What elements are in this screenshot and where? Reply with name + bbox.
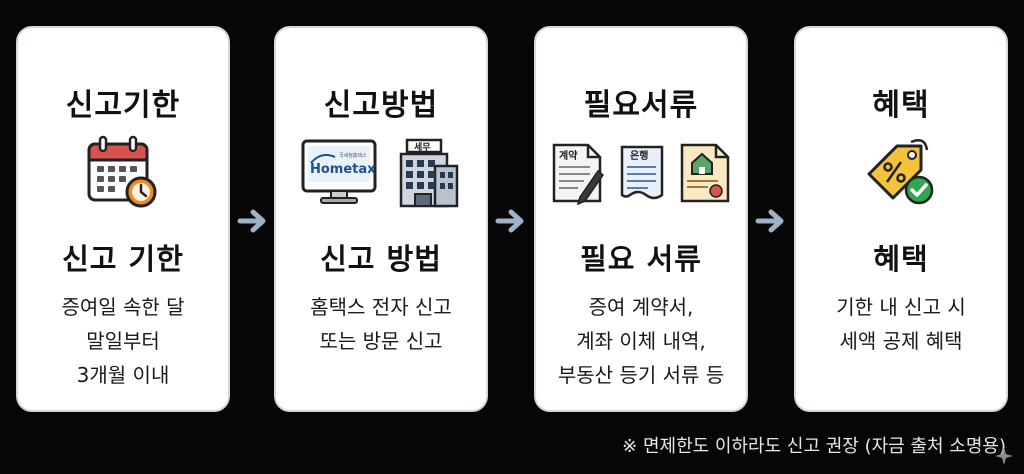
- card-subtitle: 혜택: [873, 242, 929, 276]
- monitor-small-text: 국세청홈택스: [339, 152, 367, 159]
- card-subtitle: 신고 방법: [320, 242, 442, 276]
- desc-line: 홈택스 전자 신고: [310, 295, 452, 319]
- card-title: 혜택: [872, 88, 930, 123]
- desc-line: 증여 계약서,: [588, 295, 694, 319]
- computer-icon: 국세청홈택스 Hometax: [301, 139, 377, 204]
- property-deed-icon: [680, 143, 730, 203]
- desc-line: 또는 방문 신고: [319, 329, 443, 353]
- card-documents: 필요서류 계약 은행 필요 서류 증여 계약서, 계좌 이체 내역, 부동산 등…: [534, 26, 748, 412]
- desc-line: 계좌 이체 내역,: [576, 329, 706, 353]
- bank-statement-icon: 은행: [620, 145, 664, 200]
- desc-line: 부동산 등기 서류 등: [557, 363, 725, 387]
- card-title: 신고기한: [65, 88, 181, 123]
- desc-line: 말일부터: [86, 329, 160, 353]
- card-description: 증여 계약서, 계좌 이체 내역, 부동산 등기 서류 등: [542, 290, 740, 392]
- card-description: 홈택스 전자 신고 또는 방문 신고: [282, 290, 480, 358]
- right-arrow-icon: [495, 209, 524, 233]
- desc-line: 3개월 이내: [76, 363, 170, 387]
- right-arrow-icon: [755, 209, 784, 233]
- contract-document-icon: 계약: [552, 143, 605, 205]
- hometax-logo-text: Hometax: [310, 162, 376, 177]
- desc-line: 세액 공제 혜택: [839, 329, 963, 353]
- doc-label: 은행: [630, 149, 648, 162]
- discount-tag-icon: [867, 139, 934, 205]
- desc-line: 증여일 속한 달: [61, 295, 185, 319]
- card-description: 증여일 속한 달 말일부터 3개월 이내: [24, 290, 222, 392]
- doc-label: 계약: [559, 149, 578, 162]
- sparkle-icon: [995, 447, 1013, 465]
- card-deadline: 신고기한 신고 기한 증여일 속한 달 말일부터 3개월 이내: [16, 26, 230, 412]
- card-subtitle: 신고 기한: [62, 242, 184, 276]
- calendar-clock-icon: [87, 135, 157, 208]
- building-sign-text: 세무: [414, 141, 431, 153]
- card-description: 기한 내 신고 시 세액 공제 혜택: [802, 290, 1000, 358]
- card-title: 필요서류: [583, 88, 699, 123]
- desc-line: 기한 내 신고 시: [836, 295, 966, 319]
- tax-office-building-icon: 세무: [399, 138, 459, 208]
- footnote: ※ 면제한도 이하라도 신고 권장 (자금 출처 소명용): [622, 436, 1006, 457]
- card-method: 신고방법 국세청홈택스 Hometax 세무 신고 방법: [274, 26, 488, 412]
- card-subtitle: 필요 서류: [580, 242, 702, 276]
- card-benefit: 혜택 혜택 기한 내 신고 시 세액 공제 혜택: [794, 26, 1008, 412]
- right-arrow-icon: [237, 209, 266, 233]
- card-title: 신고방법: [323, 88, 439, 123]
